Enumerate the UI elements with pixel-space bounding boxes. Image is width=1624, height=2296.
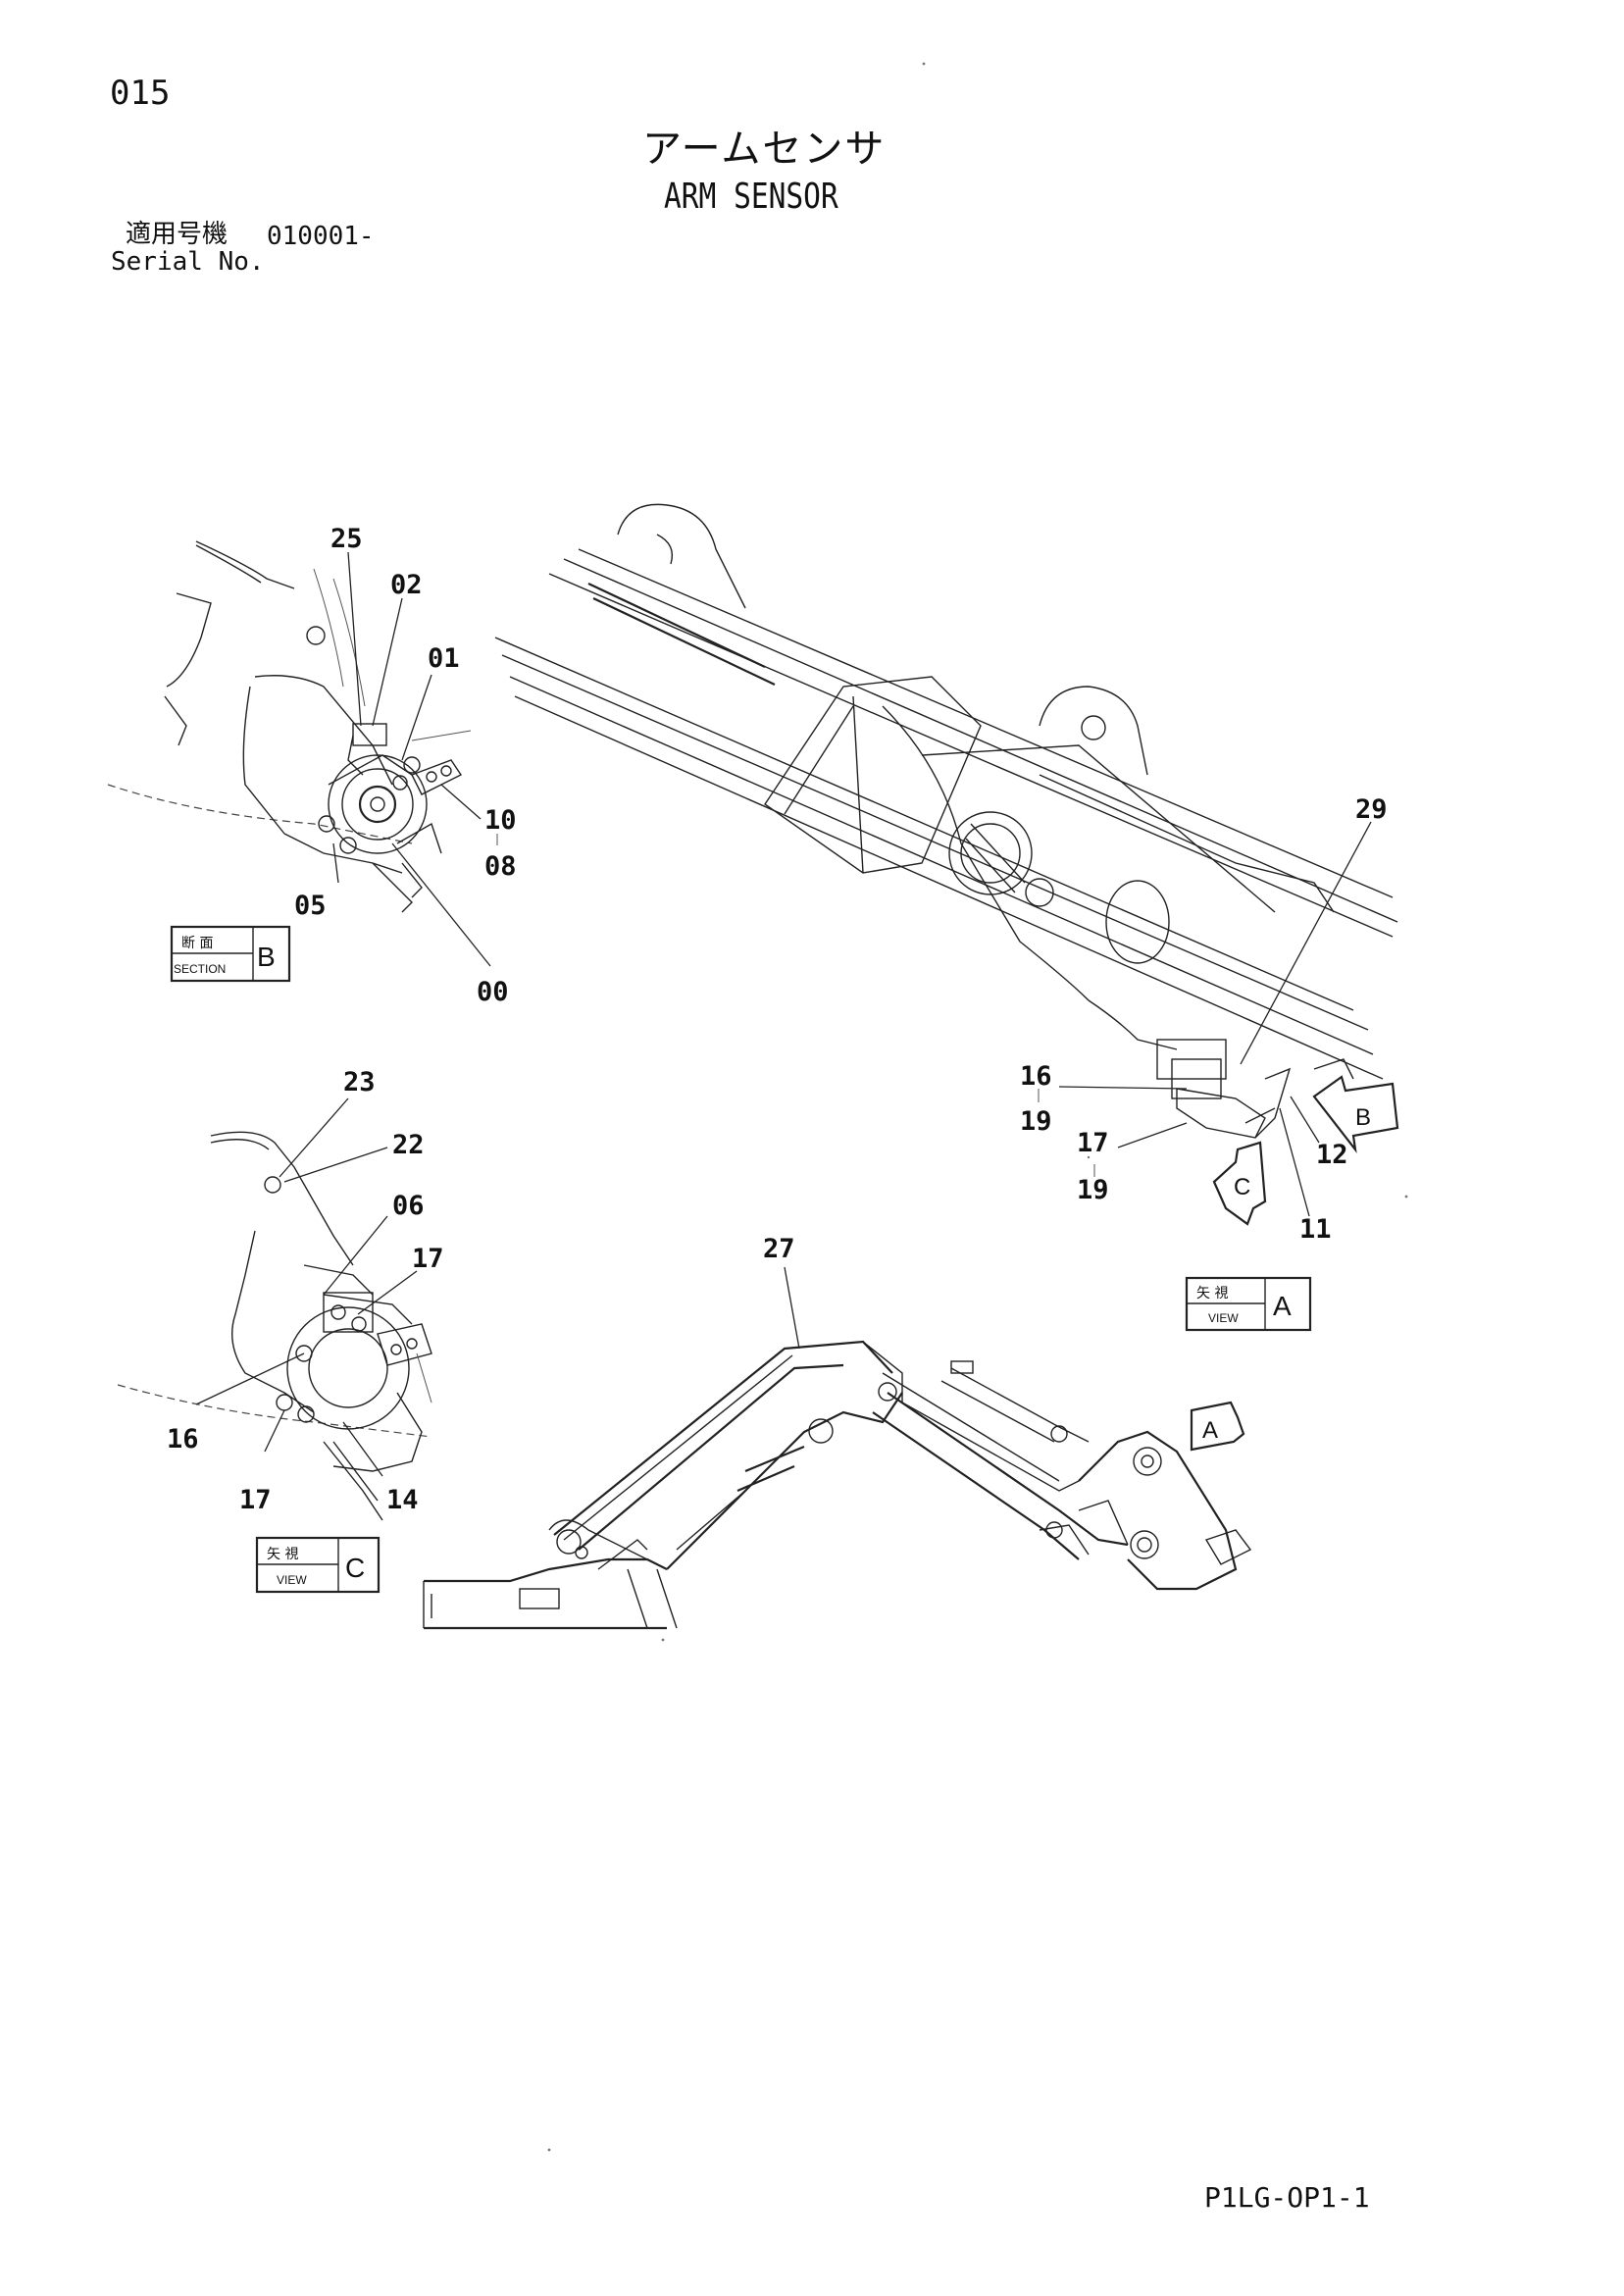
callout-17-top: 17 [412, 1244, 444, 1274]
excavator-overview [423, 1266, 1252, 1630]
section-letter-b: B [257, 942, 276, 972]
callout-27: 27 [763, 1234, 795, 1264]
arrow-b-letter: B [1355, 1104, 1371, 1131]
callout-14: 14 [386, 1485, 419, 1515]
arm-main-view [494, 503, 1398, 1217]
callout-06: 06 [392, 1191, 425, 1221]
view-arrow-b: B [1312, 1075, 1399, 1153]
callout-16-main: 16 [1020, 1061, 1052, 1092]
callout-22: 22 [392, 1130, 425, 1160]
document-code: P1LG-OP1-1 [1204, 2181, 1370, 2214]
page-number: 015 [110, 74, 171, 113]
arrow-c-letter: C [1234, 1174, 1250, 1200]
callout-11: 11 [1299, 1214, 1332, 1245]
serial-label-english: Serial No. [111, 247, 265, 277]
view-c-label-jp: 矢 視 [267, 1547, 298, 1562]
title-japanese: アームセンサ [642, 127, 887, 172]
view-c-detail [117, 1097, 432, 1521]
callout-01: 01 [428, 643, 460, 674]
title-english: ARM SENSOR [664, 177, 838, 217]
section-label-jp: 断 面 [181, 936, 213, 951]
callout-05: 05 [294, 891, 327, 921]
view-c-label-box: 矢 視 VIEW C [255, 1536, 381, 1594]
view-a-label-jp: 矢 視 [1196, 1286, 1228, 1301]
view-arrow-a: A [1190, 1401, 1245, 1452]
view-a-label-box: 矢 視 VIEW A [1185, 1276, 1312, 1332]
serial-label-japanese: 適用号機 [126, 220, 228, 249]
section-label-en: SECTION [174, 962, 226, 976]
callout-08: 08 [484, 851, 517, 882]
callout-17-main: 17 [1077, 1128, 1109, 1158]
scan-specks [547, 62, 1408, 2152]
callout-00: 00 [477, 977, 509, 1007]
callout-29: 29 [1355, 794, 1388, 825]
arrow-a-letter: A [1202, 1417, 1218, 1444]
section-b-label-box: 断 面 SECTION B [170, 925, 291, 983]
view-c-label-en: VIEW [277, 1573, 307, 1587]
callout-02: 02 [390, 570, 423, 600]
serial-number-value: 010001- [267, 222, 375, 251]
callout-25: 25 [330, 524, 363, 554]
callout-19-lower: 19 [1077, 1175, 1109, 1205]
view-c-letter: C [345, 1553, 365, 1583]
callout-12: 12 [1316, 1140, 1348, 1170]
callout-16: 16 [167, 1424, 199, 1454]
section-b-detail [107, 540, 498, 967]
view-a-label-en: VIEW [1208, 1311, 1239, 1325]
callout-19-upper: 19 [1020, 1106, 1052, 1137]
view-arrow-c: C [1212, 1141, 1267, 1226]
callout-23: 23 [343, 1067, 376, 1097]
callout-17-bottom: 17 [239, 1485, 272, 1515]
callout-10: 10 [484, 805, 517, 836]
view-a-letter: A [1273, 1291, 1292, 1321]
